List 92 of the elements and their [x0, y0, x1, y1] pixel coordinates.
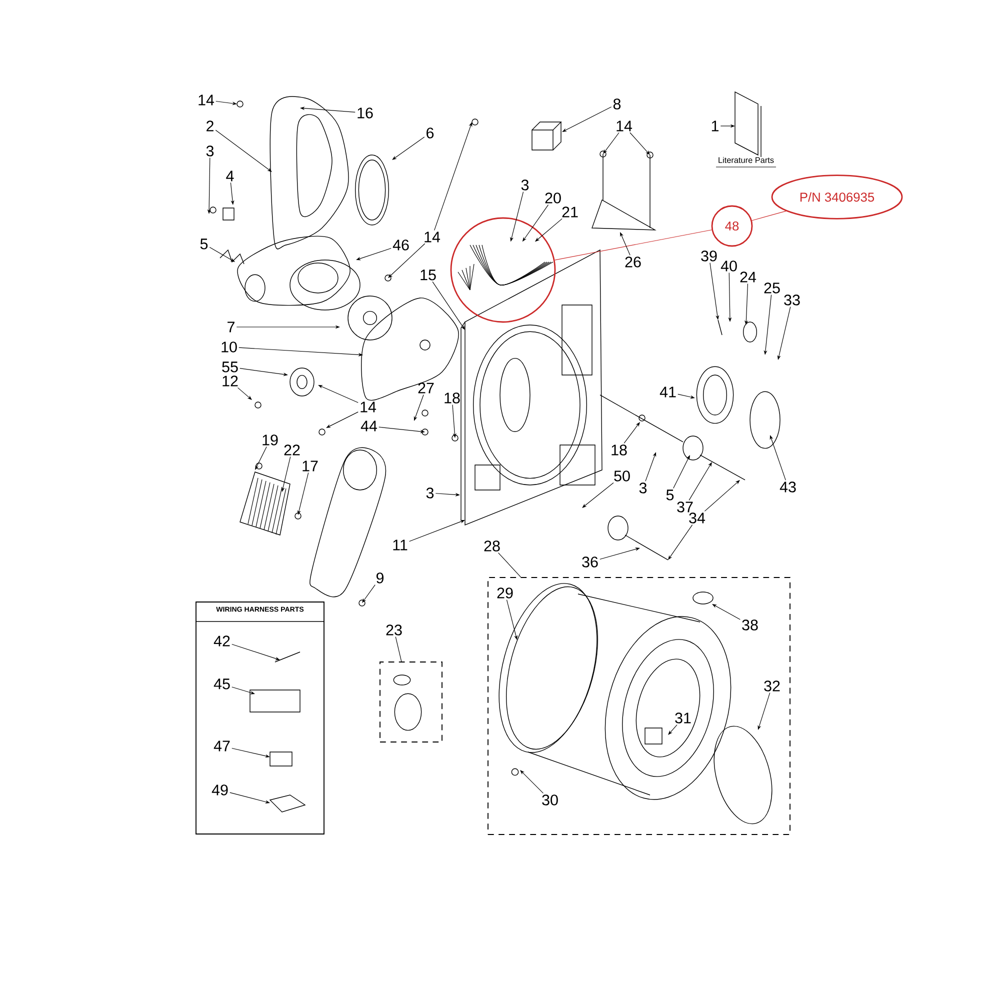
callout-number: 12 [222, 376, 238, 386]
leader-line [498, 552, 522, 578]
connector-line [752, 210, 786, 221]
callout-number: 15 [420, 270, 436, 280]
callout-number: 3 [206, 146, 214, 156]
leader-line [520, 770, 544, 794]
callout-number: 32 [764, 680, 780, 692]
callout-number: 29 [497, 588, 513, 598]
connector-line [554, 230, 712, 260]
leader-line [434, 122, 472, 231]
wire-harness-drawing [458, 244, 554, 290]
leader-line [562, 106, 612, 132]
callout-number: 14 [424, 232, 440, 242]
leader-line [645, 452, 656, 482]
callout-number: 9 [376, 572, 384, 584]
callout-number: 5 [666, 490, 674, 500]
callout-number: 7 [228, 322, 234, 332]
callout-number: 30 [542, 794, 558, 806]
callout-number: 39 [701, 250, 717, 262]
leader-line [704, 480, 740, 512]
callout-number: 6 [426, 128, 434, 138]
callout-number: 22 [284, 444, 300, 456]
callout-number: 10 [222, 342, 237, 352]
callout-number: 11 [393, 540, 408, 550]
leader-line [395, 636, 402, 662]
caption-text: Literature Parts [718, 156, 774, 163]
callout-number: 19 [262, 434, 278, 446]
callout-number: 17 [302, 460, 318, 472]
part-number-oval: P/N 3406935 [771, 174, 903, 220]
callout-number: 18 [444, 392, 460, 404]
leader-line [770, 435, 786, 480]
callout-number: 50 [614, 470, 630, 482]
callout-number: 3 [521, 180, 529, 190]
leader-line [582, 482, 614, 508]
callout-number: 14 [360, 402, 376, 412]
callout-number: 26 [625, 256, 641, 268]
leader-line [620, 232, 630, 256]
leader-line [668, 524, 693, 560]
callout-number: 41 [660, 386, 676, 398]
leader-line [326, 412, 358, 428]
callout-number: 24 [740, 272, 756, 282]
callout-number: 36 [582, 556, 598, 568]
callout-number: 1 [712, 120, 718, 132]
callout-number: 5 [200, 238, 208, 250]
callout-number: 23 [386, 624, 402, 636]
callout-number: 40 [720, 260, 737, 272]
callout-number: 31 [675, 712, 691, 724]
callout-number: 43 [780, 482, 796, 492]
callout-number: 14 [198, 94, 214, 106]
leader-line [630, 132, 650, 155]
dashed-group-box [380, 662, 442, 742]
leader-line [255, 446, 267, 470]
callout-number: 34 [689, 512, 706, 524]
leader-line [688, 462, 712, 500]
leader-line [624, 422, 640, 444]
dashed-group-box [488, 577, 790, 835]
callout-number: 18 [612, 444, 627, 456]
callout-number: 21 [562, 206, 578, 218]
callout-number: 27 [418, 382, 434, 394]
callout-number: 44 [360, 420, 378, 432]
callout-number: 47 [214, 740, 230, 752]
callout-number: 20 [545, 192, 561, 204]
leader-line [388, 243, 426, 278]
leader-line [712, 604, 740, 620]
callout-number: 2 [206, 120, 214, 132]
callout-number: 28 [484, 540, 500, 552]
callout-number: 4 [226, 170, 234, 182]
callout-number: 38 [742, 620, 758, 630]
callout-number: 3 [639, 482, 647, 494]
highlight-circle [450, 217, 556, 323]
leader-line [392, 136, 425, 160]
callout-number: 16 [358, 108, 373, 118]
callout-number: 49 [212, 784, 228, 796]
callout-number: 46 [392, 240, 409, 250]
leader-line [215, 130, 272, 172]
callout-number: 25 [764, 282, 780, 294]
callout-number: 33 [784, 294, 800, 306]
leader-line [409, 520, 465, 542]
callout-number: 45 [214, 678, 230, 690]
callout-number: 14 [616, 120, 632, 132]
leader-line [238, 387, 252, 400]
leader-line [318, 385, 358, 403]
leader-line [603, 132, 620, 154]
callout-number: 55 [222, 362, 238, 372]
leader-line [209, 246, 235, 262]
leader-line [362, 584, 376, 603]
callout-number: 42 [214, 636, 230, 646]
leader-line [668, 724, 678, 735]
callout-number: 8 [613, 98, 621, 110]
leader-line [432, 281, 465, 330]
callout-number: 3 [426, 488, 434, 498]
callout-number: 37 [677, 502, 693, 512]
